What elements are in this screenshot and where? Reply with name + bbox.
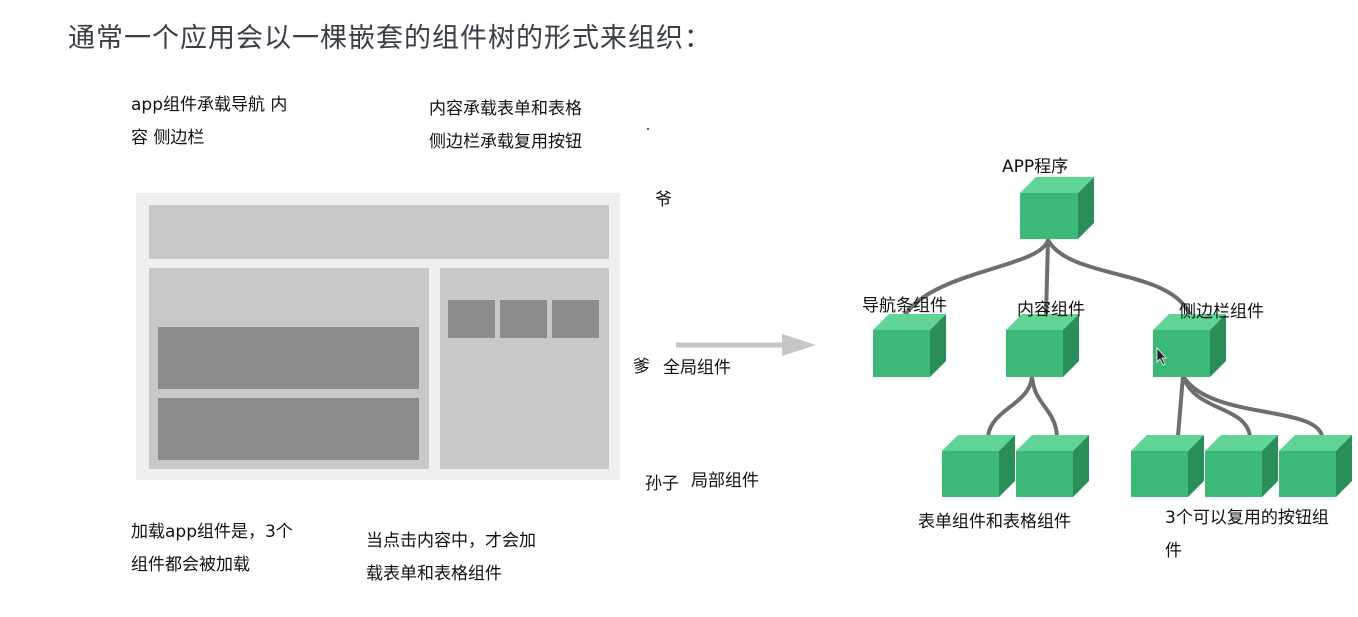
tree-sidebar-label: 侧边栏组件 (1179, 302, 1264, 322)
wireframe-button-3 (552, 300, 599, 338)
tree-nav-label: 导航条组件 (862, 296, 947, 316)
connector-sidebar-button1 (1176, 374, 1185, 438)
wireframe-form-block (158, 327, 419, 389)
slide-title: 通常一个应用会以一棵嵌套的组件树的形式来组织： (68, 23, 712, 54)
note-content-carries: 内容承载表单和表格 侧边栏承载复用按钮 (429, 93, 582, 159)
connector-root-nav (903, 238, 1050, 317)
label-grandson: 孙子 (645, 474, 679, 494)
tree-content-label: 内容组件 (1017, 300, 1085, 320)
wireframe-table-block (158, 398, 419, 460)
note-content-line2: 侧边栏承载复用按钮 (429, 132, 582, 152)
cube-form (942, 435, 1015, 497)
note-content-line1: 内容承载表单和表格 (429, 99, 582, 119)
label-local-component: 局部组件 (691, 471, 759, 491)
tree-forms-caption: 表单组件和表格组件 (918, 512, 1071, 532)
connector-sidebar-button2 (1181, 374, 1252, 438)
note-load-line1: 加载app组件是，3个 (131, 522, 293, 542)
note-click-line2: 载表单和表格组件 (366, 564, 502, 584)
note-load-line2: 组件都会被加载 (131, 555, 250, 575)
connector-sidebar-button3 (1181, 374, 1324, 438)
note-app-line1: app组件承载导航 内 (131, 95, 288, 115)
cube-button-3 (1279, 435, 1352, 497)
stray-dot (647, 128, 649, 130)
label-dad: 爹 (633, 357, 650, 377)
wireframe-button-2 (500, 300, 547, 338)
cube-app-root (1020, 177, 1094, 239)
label-global-component: 全局组件 (663, 358, 731, 378)
cube-nav (873, 314, 946, 377)
cube-button-1 (1131, 435, 1204, 497)
connector-content-form (986, 374, 1034, 438)
right-arrow-icon (676, 334, 816, 356)
note-click-content: 当点击内容中，才会加 载表单和表格组件 (366, 525, 536, 591)
connector-root-content (1044, 238, 1050, 317)
note-click-line1: 当点击内容中，才会加 (366, 531, 536, 551)
tree-buttons-caption-line2: 件 (1165, 541, 1182, 561)
wireframe-button-1 (448, 300, 495, 338)
tree-root-label: APP程序 (1002, 157, 1069, 177)
label-grandpa: 爷 (655, 190, 672, 210)
tree-buttons-caption: 3个可以复用的按钮组 件 (1165, 502, 1329, 568)
connector-content-table (1030, 374, 1059, 438)
mouse-pointer-icon (1156, 346, 1167, 366)
tree-buttons-caption-line1: 3个可以复用的按钮组 (1165, 508, 1329, 528)
note-app-line2: 容 侧边栏 (131, 128, 205, 148)
cube-content (1006, 314, 1079, 377)
note-app-carries: app组件承载导航 内 容 侧边栏 (131, 89, 287, 155)
cube-table (1016, 435, 1089, 497)
cube-button-2 (1205, 435, 1278, 497)
connector-root-sidebar (1046, 238, 1192, 317)
note-load-app: 加载app组件是，3个 组件都会被加载 (131, 516, 293, 582)
cube-sidebar (1153, 314, 1226, 377)
wireframe-header (149, 205, 609, 259)
